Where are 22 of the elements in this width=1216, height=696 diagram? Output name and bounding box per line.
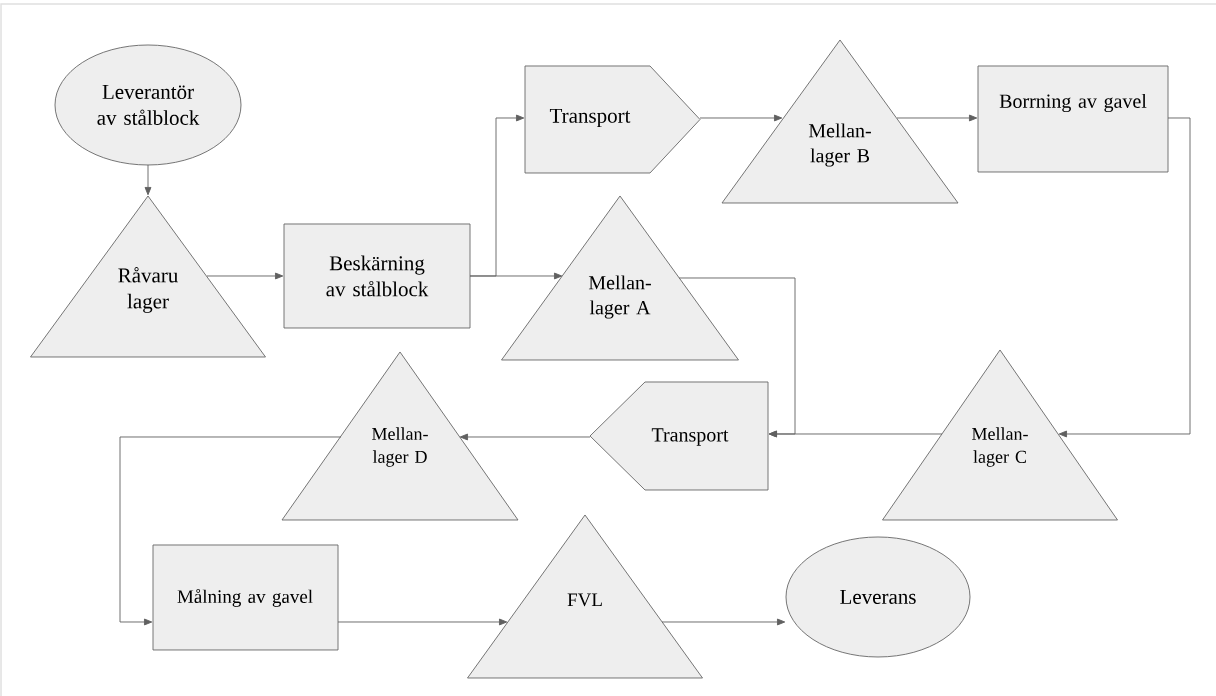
inventory-triangle: Mellan- lager A xyxy=(501,195,739,361)
arrow xyxy=(661,618,786,626)
arrow xyxy=(699,114,783,122)
inventory-triangle: Råvaru lager xyxy=(30,195,266,358)
arrow xyxy=(469,272,563,280)
inventory-triangle: Mellan- lager B xyxy=(721,39,959,204)
arrow xyxy=(144,164,152,196)
inventory-triangle: Mellan- lager C xyxy=(882,349,1118,521)
arrow xyxy=(206,272,284,280)
transport-pentagon: Transport xyxy=(524,65,701,174)
arrow xyxy=(119,436,342,626)
arrow xyxy=(896,114,978,122)
inventory-triangle: FVL xyxy=(467,514,703,679)
arrow xyxy=(459,433,591,441)
process-box: Borrning av gavel xyxy=(977,65,1169,173)
arrow xyxy=(1058,117,1191,438)
inventory-triangle: Mellan- lager D xyxy=(281,351,519,521)
process-box: Målning av gavel xyxy=(152,544,339,651)
process-box: Beskärning av stålblock xyxy=(283,223,471,329)
arrow xyxy=(768,430,943,438)
transport-pentagon: Transport xyxy=(589,381,769,491)
arrow xyxy=(337,618,508,626)
